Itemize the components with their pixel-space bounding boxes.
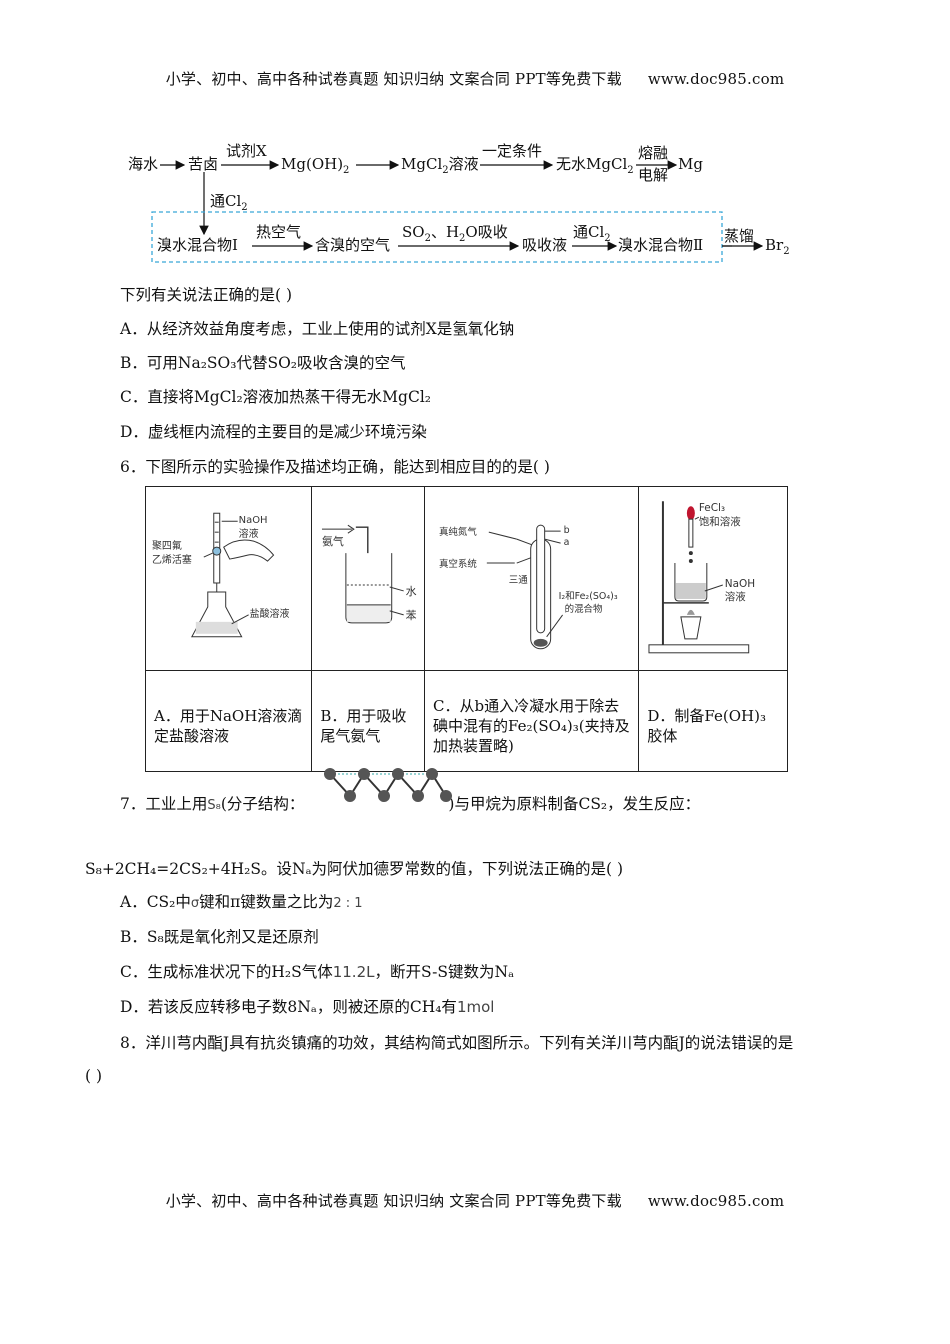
label-distill: 蒸馏 <box>724 227 754 245</box>
caption-b: B．用于吸收尾气氨气 <box>311 670 425 772</box>
flowchart-svg: 海水 苦卤 试剂X Mg(OH)2 MgCl2溶液 一定条件 无水MgCl2 熔… <box>128 142 732 263</box>
node-bromine-mix-1: 溴水混合物Ⅰ <box>157 236 238 254</box>
fig-b-absorption: 氨气 水 苯 <box>322 524 417 624</box>
node-seawater: 海水 <box>128 155 158 173</box>
q7-opt-c-pre: C．生成标准状况下的H₂S气体 <box>120 963 333 981</box>
label-pass-cl2: 通Cl2 <box>210 192 248 213</box>
q8-paren: ( ) <box>85 1067 103 1085</box>
node-mgoh2: Mg(OH)2 <box>281 155 349 176</box>
q6-experiment-table: NaOH 溶液 聚四氟 乙烯活塞 盐酸溶液 <box>144 486 788 772</box>
fig-c-cell: 真纯氮气 真空系统 b a 三通 I₂和Fe₂(SO₄)₃ 的混合物 <box>423 486 640 671</box>
fig-b-cell: 氨气 水 苯 <box>311 486 425 671</box>
dashed-box <box>151 211 723 263</box>
q7-option-d: D．若该反应转移电子数8Nₐ，则被还原的CH₄有1mol <box>120 995 494 1017</box>
caption-a: A．用于NaOH溶液滴定盐酸溶液 <box>144 670 313 772</box>
q7-stem-line2: S₈+2CH₄=2CS₂+4H₂S。设Nₐ为阿伏加德罗常数的值，下列说法正确的是… <box>85 860 624 878</box>
node-mg: Mg <box>678 155 703 173</box>
label-reagent-x: 试剂X <box>226 142 267 160</box>
q7-mol: 1mol <box>456 998 495 1016</box>
header-text: 小学、初中、高中各种试卷真题 知识归纳 文案合同 PPT等免费下载 <box>165 70 622 88</box>
fig-c-argon: 真纯氮气 <box>439 526 477 538</box>
node-absorbent: 吸收液 <box>522 236 567 254</box>
fig-c-a: a <box>564 537 570 548</box>
label-so2-absorb: SO2、H2O吸收 <box>402 223 508 244</box>
s8-structure <box>324 768 452 802</box>
fig-a-ptfe1: 聚四氟 <box>152 539 182 552</box>
q7-stem-mid: (分子结构： <box>220 795 305 813</box>
q7-opt-c-post: ，断开S-S键数为Nₐ <box>374 963 515 981</box>
fig-c-mix1: I₂和Fe₂(SO₄)₃ <box>559 591 618 602</box>
fig-b-benzene: 苯 <box>406 608 417 622</box>
fig-d-colloid: FeCl₃ 饱和溶液 NaOH 溶液 <box>648 501 756 654</box>
fig-c-vacuum: 真空系统 <box>439 558 477 570</box>
fig-c-three-way: 三通 <box>509 575 528 586</box>
q7-stem-post: )与甲烷为原料制备CS₂，发生反应： <box>448 795 701 813</box>
fig-a-titration: NaOH 溶液 聚四氟 乙烯活塞 盐酸溶液 <box>152 512 290 638</box>
fig-a-hcl: 盐酸溶液 <box>250 607 290 620</box>
label-hot-air: 热空气 <box>256 223 301 241</box>
caption-d: D．制备Fe(OH)₃胶体 <box>638 670 788 772</box>
fig-a-naoh: NaOH <box>239 515 268 526</box>
seawater-flowchart: 海水 苦卤 试剂X Mg(OH)2 MgCl2溶液 一定条件 无水MgCl2 熔… <box>120 138 740 268</box>
node-anhydrous-mgcl2: 无水MgCl2 <box>556 155 634 176</box>
q7-option-a: A．CS₂中σ键和π键数量之比为2 : 1 <box>120 890 363 912</box>
fig-b-water: 水 <box>406 585 417 598</box>
header-url: www.doc985.com <box>647 70 785 88</box>
q7-stem-line1: 7．工业上用S₈(分子结构： )与甲烷为原料制备CS₂，发生反应： <box>120 792 700 814</box>
label-pass-cl2-2: 通Cl2 <box>573 223 611 244</box>
q5-option-d: D．虚线框内流程的主要目的是减少环境污染 <box>120 423 427 441</box>
fig-d-naoh: NaOH <box>725 578 755 590</box>
fig-d-cell: FeCl₃ 饱和溶液 NaOH 溶液 <box>638 486 788 671</box>
q7-s8: S₈ <box>207 798 221 813</box>
q7-opt-a-pre: A．CS₂中 <box>120 893 191 911</box>
label-electrolysis: 电解 <box>638 166 668 184</box>
q8-stem: 8．洋川芎内酯J具有抗炎镇痛的功效，其结构简式如图所示。下列有关洋川芎内酯J的说… <box>120 1034 794 1052</box>
q7-option-b: B．S₈既是氧化剂又是还原剂 <box>120 928 319 946</box>
q7-stem-pre: 7．工业上用 <box>120 795 208 813</box>
fig-c-b: b <box>564 525 570 536</box>
label-certain-conditions: 一定条件 <box>482 142 542 160</box>
caption-c: C．从b通入冷凝水用于除去碘中混有的Fe₂(SO₄)₃(夹持及加热装置略) <box>423 670 640 772</box>
q7-ratio: 2 : 1 <box>333 896 363 911</box>
q5-stem: 下列有关说法正确的是( ) <box>120 286 293 304</box>
fig-d-fecl3: FeCl₃ <box>699 502 725 514</box>
fig-c-sublimation: 真纯氮气 真空系统 b a 三通 I₂和Fe₂(SO₄)₃ 的混合物 <box>439 524 618 650</box>
q5-option-a: A．从经济效益角度考虑，工业上使用的试剂X是氢氧化钠 <box>120 320 515 338</box>
q7-opt-d-pre: D．若该反应转移电子数8Nₐ，则被还原的CH₄有 <box>120 998 457 1016</box>
node-br2: Br2 <box>765 236 790 257</box>
distill-arrow: 蒸馏 Br2 <box>722 227 790 257</box>
fig-a-ptfe2: 乙烯活塞 <box>152 553 192 566</box>
node-mgcl2-solution: MgCl2溶液 <box>401 155 479 176</box>
node-bittern: 苦卤 <box>188 155 218 173</box>
footer-url: www.doc985.com <box>647 1192 785 1210</box>
page-footer: 小学、初中、高中各种试卷真题 知识归纳 文案合同 PPT等免费下载 www.doc… <box>0 1190 950 1211</box>
fig-d-sat: 饱和溶液 <box>699 515 741 528</box>
fig-a-solution: 溶液 <box>239 527 259 540</box>
label-molten: 熔融 <box>638 144 668 162</box>
q6-stem: 6．下图所示的实验操作及描述均正确，能达到相应目的的是( ) <box>120 458 550 476</box>
footer-text: 小学、初中、高中各种试卷真题 知识归纳 文案合同 PPT等免费下载 <box>165 1192 622 1210</box>
fig-d-solution: 溶液 <box>725 590 746 603</box>
q7-option-c: C．生成标准状况下的H₂S气体11.2L，断开S-S键数为Nₐ <box>120 960 514 982</box>
q5-option-b: B．可用Na₂SO₃代替SO₂吸收含溴的空气 <box>120 354 406 372</box>
node-bromine-air: 含溴的空气 <box>315 236 390 254</box>
q7-opt-a-mid: 键和π键数量之比为 <box>199 893 334 911</box>
page-header: 小学、初中、高中各种试卷真题 知识归纳 文案合同 PPT等免费下载 www.doc… <box>0 68 950 89</box>
q7-sigma: σ <box>190 896 200 911</box>
fig-a-cell: NaOH 溶液 聚四氟 乙烯活塞 盐酸溶液 <box>144 486 313 671</box>
node-bromine-mix-2: 溴水混合物Ⅱ <box>618 236 703 254</box>
fig-b-ammonia: 氨气 <box>322 534 344 548</box>
q5-option-c: C．直接将MgCl₂溶液加热蒸干得无水MgCl₂ <box>120 388 432 406</box>
q7-volume: 11.2L <box>332 963 375 981</box>
fig-c-mix2: 的混合物 <box>565 603 603 615</box>
